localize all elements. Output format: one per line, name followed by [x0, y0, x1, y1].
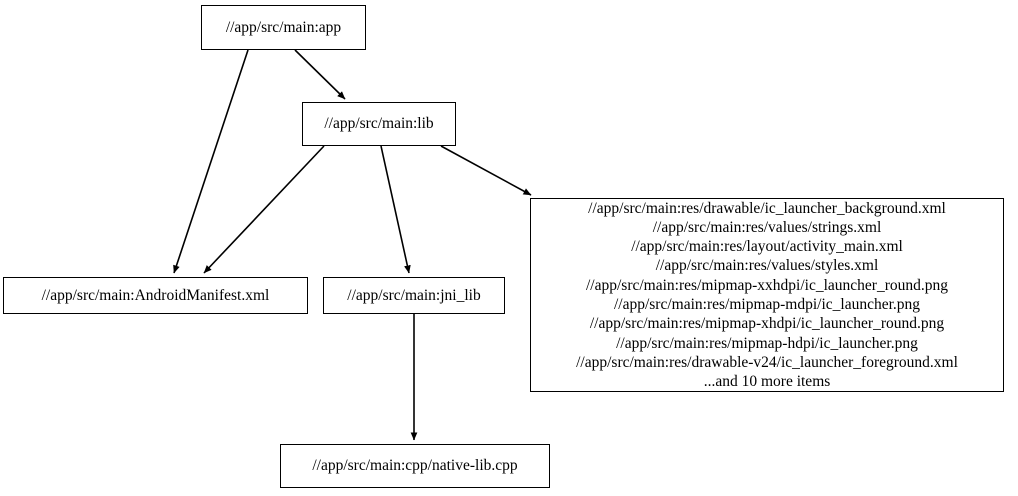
edge-app-to-lib: [294, 49, 346, 100]
edge-lib-to-jni-lib: [380, 145, 411, 274]
edge-lib-to-manifest: [203, 145, 325, 274]
edge-app-to-manifest: [173, 49, 249, 274]
graph-node-app[interactable]: //app/src/main:app: [201, 5, 366, 50]
graph-node-jni-lib[interactable]: //app/src/main:jni_lib: [323, 277, 505, 314]
graph-node-resources-label: //app/src/main:res/drawable/ic_launcher_…: [576, 199, 958, 391]
graph-node-resources[interactable]: //app/src/main:res/drawable/ic_launcher_…: [530, 198, 1004, 392]
graph-node-lib-label: //app/src/main:lib: [324, 115, 434, 133]
graph-node-lib[interactable]: //app/src/main:lib: [302, 102, 456, 146]
graph-node-native-lib-cpp-label: //app/src/main:cpp/native-lib.cpp: [312, 457, 518, 475]
graph-node-jni-lib-label: //app/src/main:jni_lib: [347, 286, 481, 304]
graph-node-android-manifest[interactable]: //app/src/main:AndroidManifest.xml: [3, 277, 308, 314]
graph-node-android-manifest-label: //app/src/main:AndroidManifest.xml: [41, 286, 270, 304]
graph-node-app-label: //app/src/main:app: [225, 18, 342, 36]
edge-lib-to-resources: [440, 145, 532, 196]
graph-node-native-lib-cpp[interactable]: //app/src/main:cpp/native-lib.cpp: [280, 444, 550, 488]
